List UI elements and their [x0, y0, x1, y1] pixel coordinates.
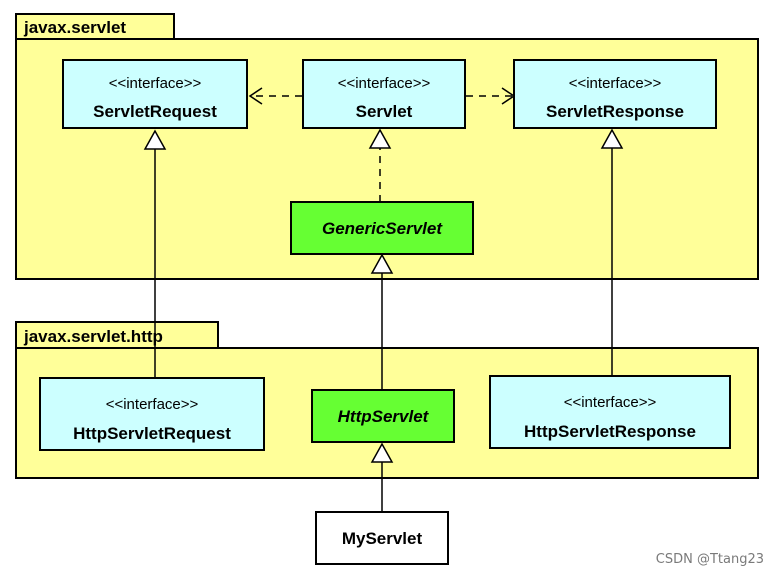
class-servlet[interactable]: <<interface>> Servlet [302, 59, 466, 129]
stereotype-label: <<interface>> [109, 75, 202, 92]
stereotype-label: <<interface>> [338, 75, 431, 92]
open-arrowhead-icon [248, 87, 263, 105]
stereotype-label: <<interface>> [106, 396, 199, 413]
class-my-servlet[interactable]: MyServlet [315, 511, 449, 565]
hollow-triangle-icon [368, 128, 392, 149]
class-servlet-response[interactable]: <<interface>> ServletResponse [513, 59, 717, 129]
package-name: javax.servlet [23, 18, 126, 37]
class-name: ServletResponse [546, 102, 684, 121]
stereotype-label: <<interface>> [564, 394, 657, 411]
hollow-triangle-icon [600, 128, 624, 149]
relations [154, 87, 613, 512]
class-name: ServletRequest [93, 102, 217, 121]
stereotype-label: <<interface>> [569, 75, 662, 92]
class-name: HttpServletResponse [524, 422, 696, 441]
hollow-triangle-icon [143, 129, 167, 150]
hollow-triangle-icon [370, 253, 394, 274]
class-name: HttpServlet [338, 407, 430, 426]
watermark-text: CSDN @Ttang23 [656, 552, 764, 567]
package-name: javax.servlet.http [23, 327, 163, 346]
class-name: HttpServletRequest [73, 424, 231, 443]
class-name: Servlet [356, 102, 413, 121]
class-http-servlet-response[interactable]: <<interface>> HttpServletResponse [489, 375, 731, 449]
class-name: MyServlet [342, 529, 423, 548]
class-http-servlet-request[interactable]: <<interface>> HttpServletRequest [39, 377, 265, 451]
class-http-servlet[interactable]: HttpServlet [311, 389, 455, 443]
class-servlet-request[interactable]: <<interface>> ServletRequest [62, 59, 248, 129]
class-generic-servlet[interactable]: GenericServlet [290, 201, 474, 255]
triangle-heads [143, 128, 624, 463]
hollow-triangle-icon [370, 442, 394, 463]
class-name: GenericServlet [322, 219, 443, 238]
package-tab [15, 321, 219, 349]
